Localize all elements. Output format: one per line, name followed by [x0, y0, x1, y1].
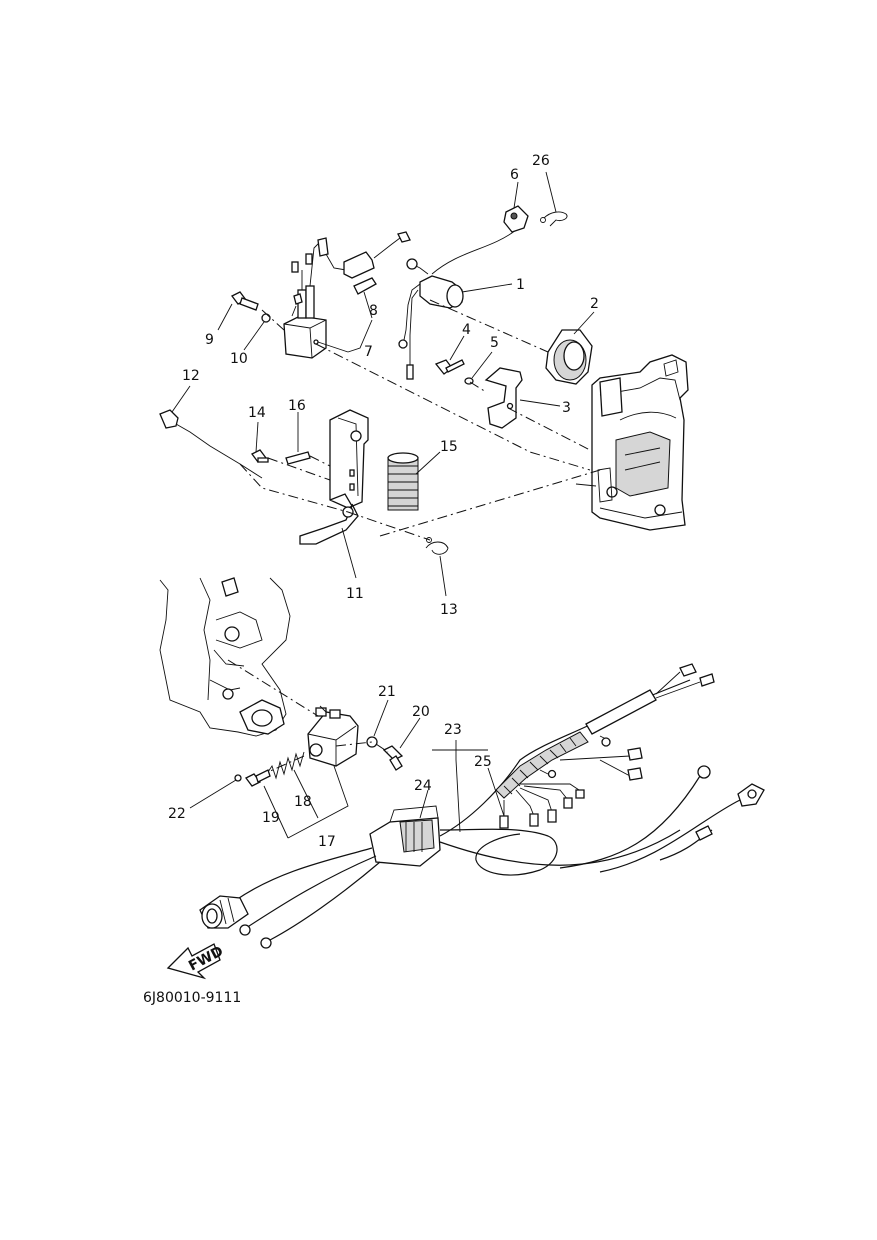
drawing-code: 6J80010-9111 [143, 990, 242, 1006]
starter-relay-1 [398, 229, 517, 380]
callout-25: 25 [474, 754, 492, 770]
callout-18: 18 [294, 794, 312, 810]
callout-6: 6 [510, 167, 519, 183]
spring-18 [267, 751, 305, 780]
engine-bracket-casting [575, 354, 689, 531]
washer-10 [261, 313, 271, 323]
callout-10: 10 [230, 351, 248, 367]
bracket-3 [484, 367, 523, 429]
rubber-holder-2 [545, 329, 593, 385]
callout-2: 2 [590, 296, 599, 312]
callout-26: 26 [532, 153, 550, 169]
callout-21: 21 [378, 684, 396, 700]
callout-19: 19 [262, 810, 280, 826]
callout-14: 14 [248, 405, 266, 421]
callout-9: 9 [205, 332, 214, 348]
engine-block-fragment [159, 577, 291, 737]
callout-24: 24 [414, 778, 432, 794]
callout-11: 11 [346, 586, 364, 602]
coil-15 [387, 452, 419, 511]
callout-7: 7 [364, 344, 373, 360]
washer-21 [366, 736, 378, 748]
callout-15: 15 [440, 439, 458, 455]
callout-20: 20 [412, 704, 430, 720]
bolt-9 [231, 291, 259, 311]
callout-1: 1 [516, 277, 525, 293]
o-ring-22 [234, 774, 242, 782]
callout-5: 5 [490, 335, 499, 351]
boot-cap-6 [503, 205, 529, 233]
callout-13: 13 [440, 602, 458, 618]
callout-23: 23 [444, 722, 462, 738]
callout-3: 3 [562, 400, 571, 416]
clip-13 [425, 537, 449, 555]
leader-lines [171, 171, 595, 839]
callout-numbers: 1 2 3 4 5 6 7 8 9 10 11 12 13 14 15 16 1… [168, 153, 599, 850]
connector-12 [159, 409, 263, 479]
callout-16: 16 [288, 398, 306, 414]
callout-8: 8 [369, 303, 378, 319]
fuse-8 [353, 277, 377, 295]
wire-harness-23 [199, 663, 765, 949]
rectifier-block-7 [283, 231, 411, 359]
bolt-4 [434, 359, 465, 375]
bolt-20 [382, 745, 404, 771]
fwd-arrow: FWD [166, 943, 226, 980]
assembly-lines-lower [227, 659, 389, 773]
switch-box-17 [307, 705, 359, 767]
plunger-19 [245, 769, 271, 787]
callout-17: 17 [318, 834, 336, 850]
pin-16 [285, 451, 311, 465]
callout-22: 22 [168, 806, 186, 822]
callout-12: 12 [182, 368, 200, 384]
assembly-lines-upper [239, 299, 601, 541]
screw-14 [251, 449, 269, 463]
bracket-plate-11 [299, 409, 369, 545]
callout-4: 4 [462, 322, 471, 338]
clip-26 [540, 211, 568, 227]
